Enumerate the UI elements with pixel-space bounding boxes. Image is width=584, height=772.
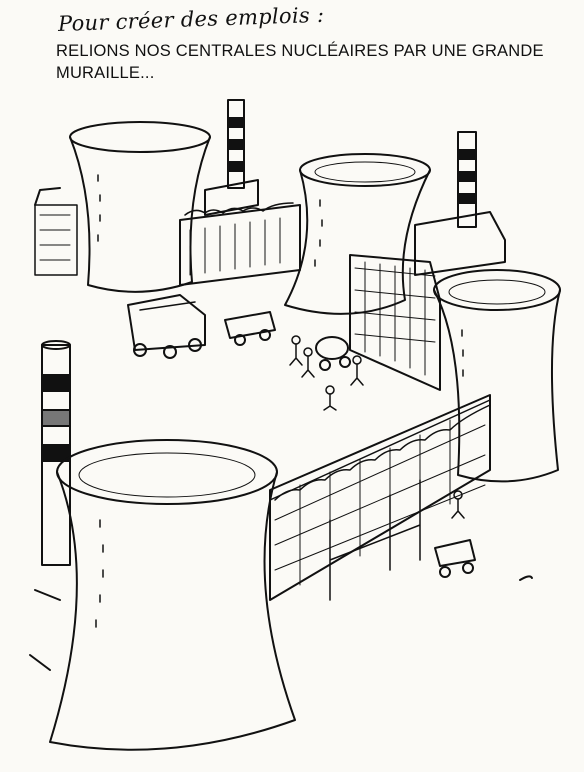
cooling-tower-front — [49, 439, 296, 751]
cooling-tower-center — [284, 153, 431, 315]
cooling-tower-right — [433, 269, 561, 483]
small-cart — [224, 311, 276, 346]
wheelbarrow-cart — [434, 539, 476, 578]
caption-line-3: MURAILLE... — [56, 64, 155, 82]
cartoon-caption: Pour créer des emplois : RELIONS NOS CEN… — [50, 3, 550, 84]
wall-segment-far-left — [34, 204, 78, 276]
cooling-tower-top-left — [69, 121, 211, 293]
chimney-right — [414, 131, 506, 276]
ground-lines — [29, 187, 533, 671]
chimney-back — [204, 99, 259, 216]
wall-segment-front — [269, 394, 491, 601]
wall-segment-right — [349, 254, 441, 391]
chimney-left — [41, 340, 71, 566]
dump-truck — [127, 294, 206, 359]
workers-ground — [289, 335, 465, 519]
cement-mixer — [315, 336, 351, 371]
wall-segment-back — [179, 202, 301, 286]
caption-line-2: RELIONS NOS CENTRALES NUCLÉAIRES PAR UNE… — [56, 42, 544, 60]
